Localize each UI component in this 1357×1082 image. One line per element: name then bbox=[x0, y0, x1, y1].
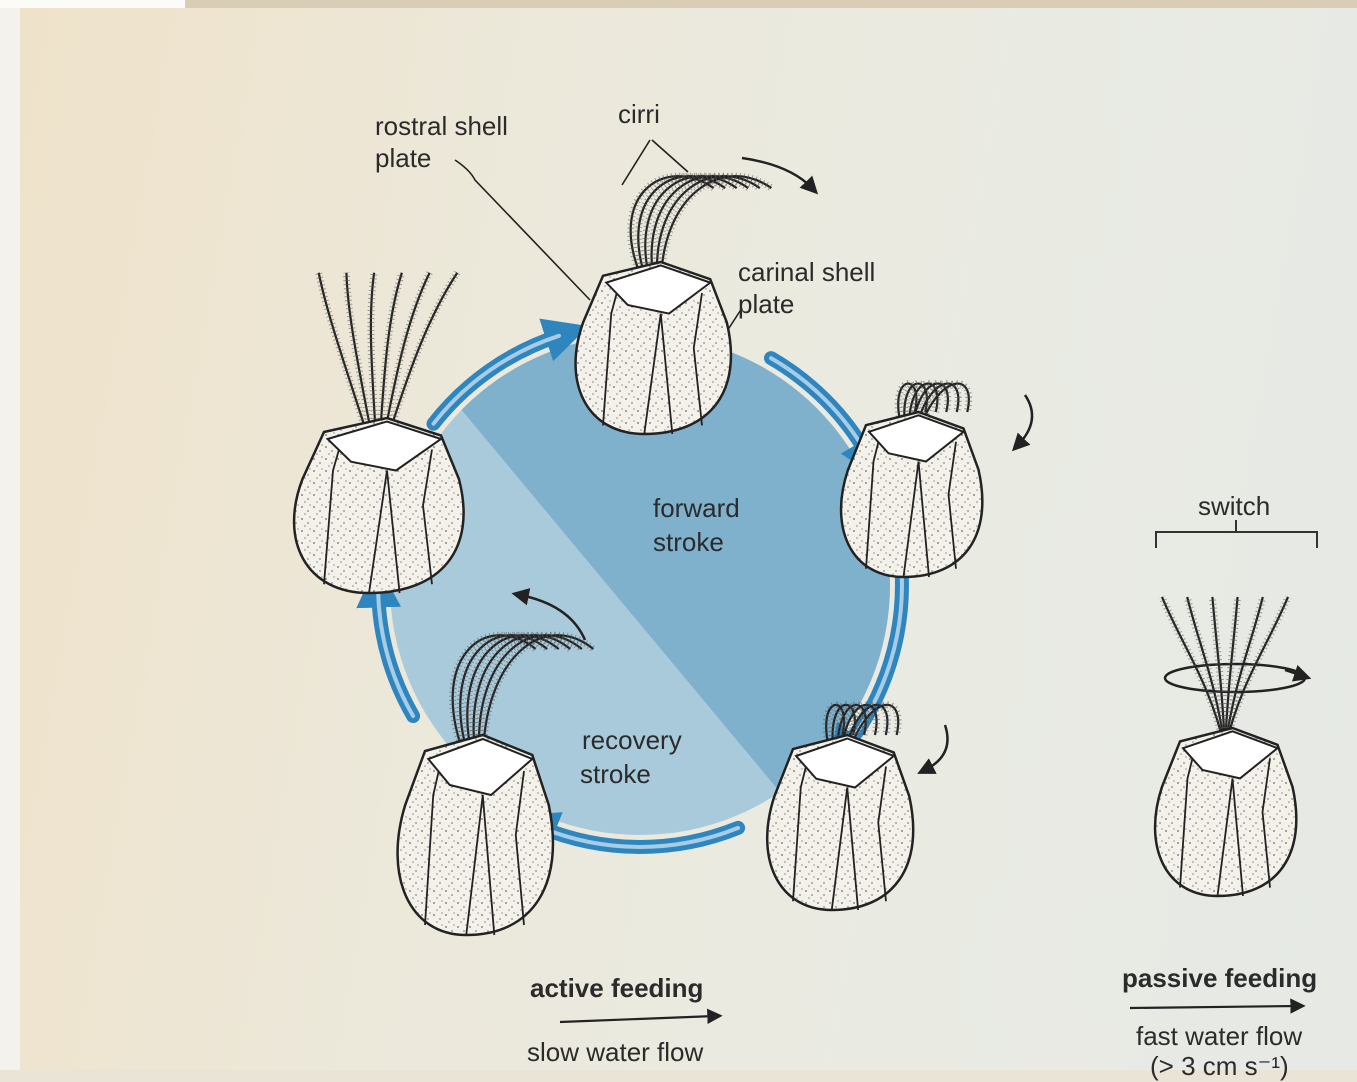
barnacle-left bbox=[294, 273, 464, 593]
forward-stroke-line1: forward bbox=[653, 492, 740, 524]
carinal-label-line1: carinal shell bbox=[738, 256, 875, 288]
fast-flow-arrow bbox=[1130, 1006, 1298, 1008]
barnacle-passive bbox=[1155, 597, 1296, 896]
slow-flow-arrow bbox=[560, 1016, 715, 1022]
cirri-leader-1 bbox=[622, 140, 650, 185]
switch-bracket bbox=[1156, 520, 1317, 548]
passive-feeding-title: passive feeding bbox=[1122, 962, 1317, 994]
slow-water-flow: slow water flow bbox=[527, 1036, 703, 1068]
recovery-stroke-line2: stroke bbox=[580, 758, 651, 790]
barnacle-passive-cirri bbox=[1162, 597, 1288, 748]
rotation-arrow-right-upper bbox=[1018, 395, 1032, 445]
switch-label: switch bbox=[1198, 490, 1270, 522]
rotation-arrow-right-lower bbox=[925, 725, 948, 770]
carinal-label-line2: plate bbox=[738, 288, 794, 320]
cirri-leader-2 bbox=[652, 140, 688, 172]
fast-water-flow-rate: (> 3 cm s⁻¹) bbox=[1150, 1050, 1289, 1082]
rostral-leader bbox=[455, 160, 590, 300]
rostral-label-line1: rostral shell bbox=[375, 110, 508, 142]
cirri-label: cirri bbox=[618, 98, 660, 130]
fast-water-flow: fast water flow bbox=[1136, 1020, 1302, 1052]
barnacle-right-upper bbox=[841, 384, 982, 577]
rostral-label-line2: plate bbox=[375, 142, 431, 174]
active-feeding-title: active feeding bbox=[530, 972, 703, 1004]
forward-stroke-line2: stroke bbox=[653, 526, 724, 558]
recovery-stroke-line1: recovery bbox=[582, 724, 682, 756]
